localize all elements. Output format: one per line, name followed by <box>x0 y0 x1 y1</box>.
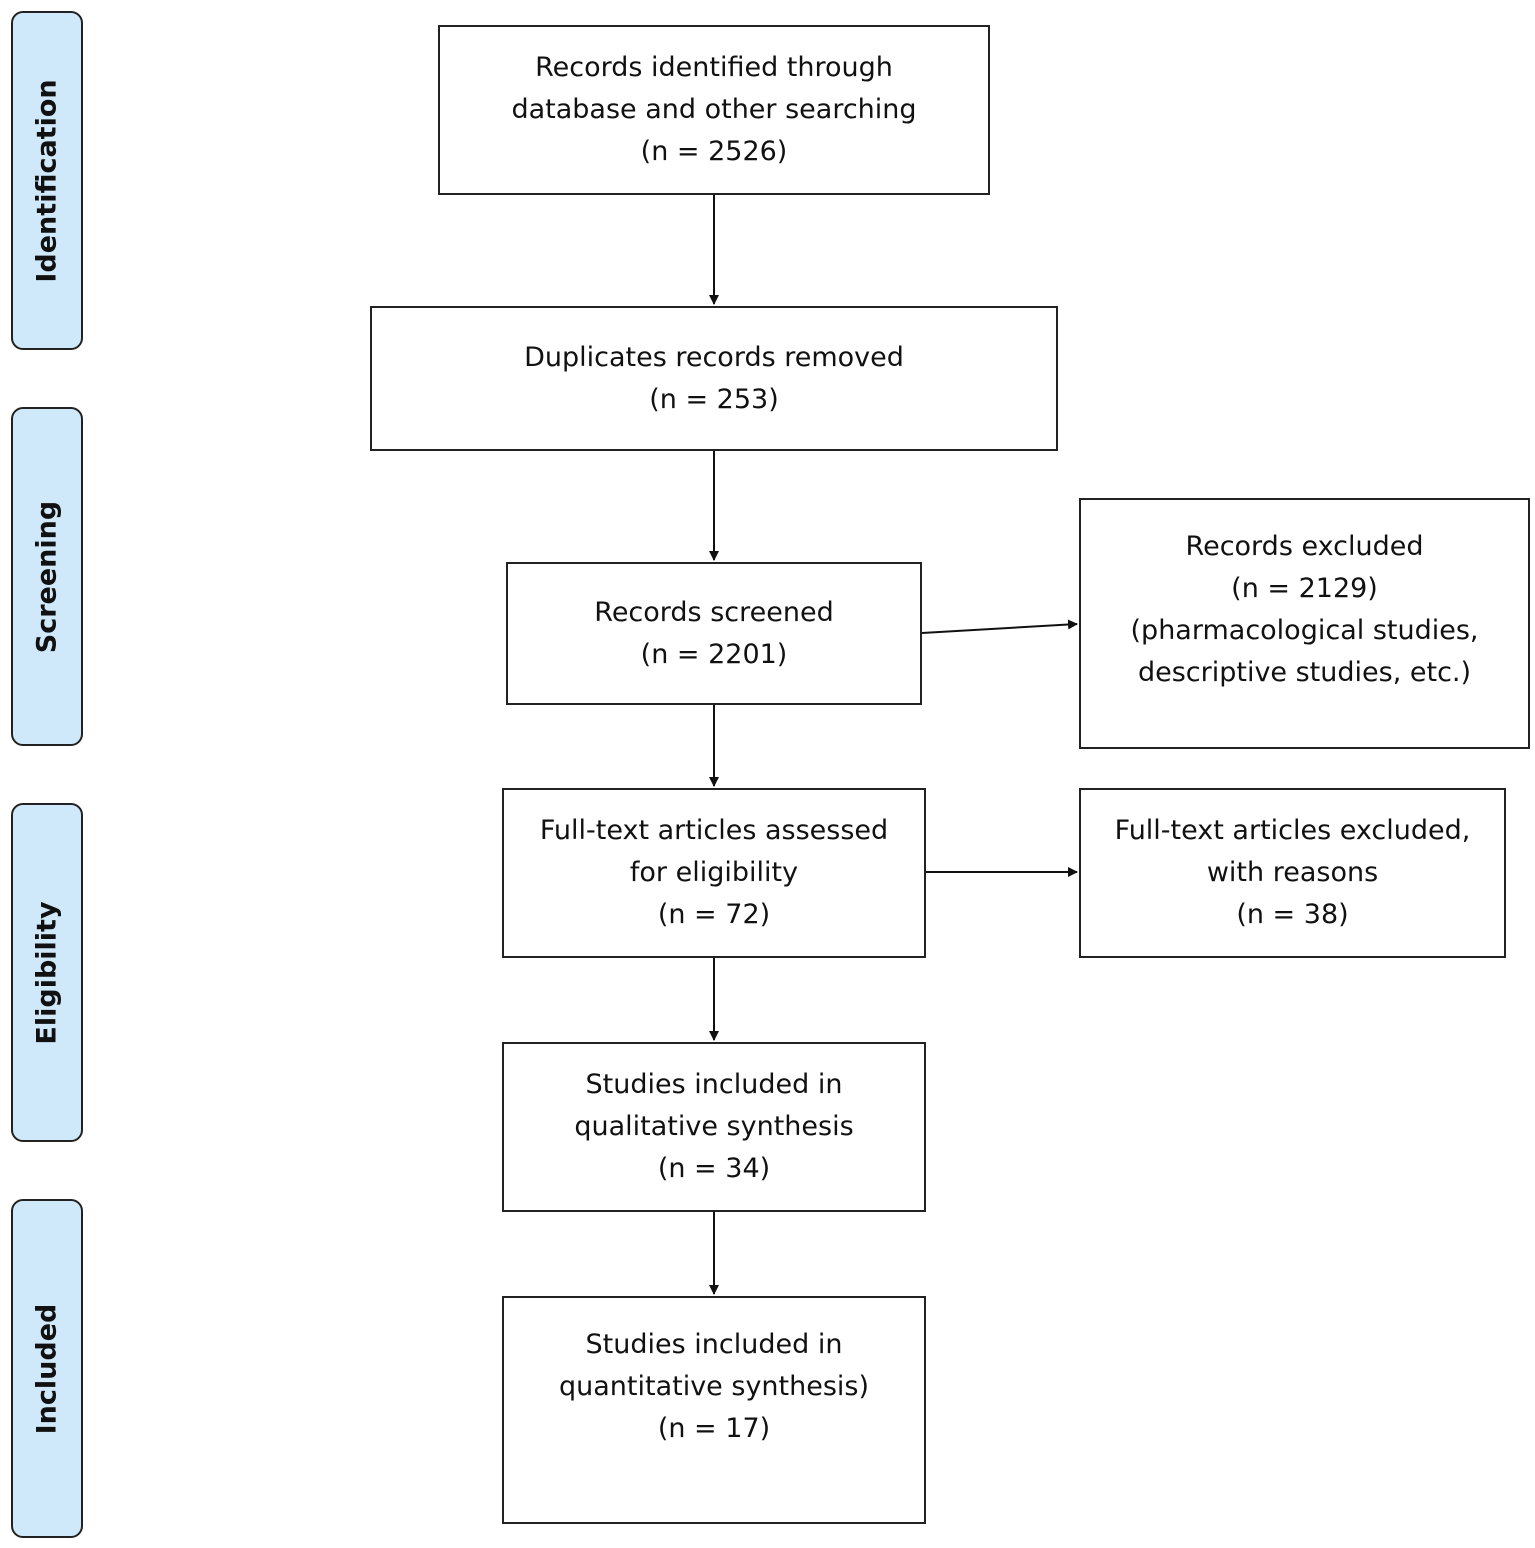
duplicates-removed-label: Duplicates records removed <box>524 341 904 373</box>
records-screened-count: (n = 2201) <box>640 638 788 670</box>
fulltext-assessed-box: Full-text articles assessed for eligibil… <box>502 788 926 958</box>
records-screened-box: Records screened (n = 2201) <box>506 562 922 705</box>
phase-identification: Identification <box>11 11 83 350</box>
quantitative-synthesis-box: Studies included in quantitative synthes… <box>502 1296 926 1524</box>
phase-included: Included <box>11 1199 83 1538</box>
quantitative-synthesis-count: (n = 17) <box>657 1413 771 1444</box>
arrow-screened-to-excluded <box>921 619 1078 634</box>
phase-eligibility: Eligibility <box>11 803 83 1142</box>
quantitative-synthesis-line-1: Studies included in <box>585 1329 843 1360</box>
records-identified-line-2: database and other searching <box>511 94 917 125</box>
records-screened-label: Records screened <box>594 596 834 628</box>
duplicates-removed-box: Duplicates records removed (n = 253) <box>370 306 1058 451</box>
records-excluded-reason-2: descriptive studies, etc.) <box>1137 657 1472 688</box>
fulltext-assessed-line-1: Full-text articles assessed <box>539 815 889 846</box>
fulltext-excluded-count: (n = 38) <box>1236 899 1349 930</box>
fulltext-assessed-count: (n = 72) <box>657 899 771 930</box>
phase-screening: Screening <box>11 407 83 746</box>
quantitative-synthesis-line-2: quantitative synthesis) <box>558 1371 870 1402</box>
qualitative-synthesis-line-2: qualitative synthesis <box>574 1111 854 1142</box>
records-excluded-count: (n = 2129) <box>1231 573 1378 604</box>
records-excluded-reason-1: (pharmacological studies, <box>1130 615 1479 646</box>
qualitative-synthesis-line-1: Studies included in <box>585 1069 843 1100</box>
fulltext-excluded-line-2: with reasons <box>1206 857 1379 888</box>
fulltext-excluded-box: Full-text articles excluded, with reason… <box>1079 788 1506 958</box>
records-identified-line-1: Records identified through <box>535 52 893 83</box>
qualitative-synthesis-count: (n = 34) <box>657 1153 771 1184</box>
records-identified-box: Records identified through database and … <box>438 25 990 195</box>
records-excluded-box: Records excluded (n = 2129) (pharmacolog… <box>1079 498 1530 749</box>
duplicates-removed-count: (n = 253) <box>649 383 779 415</box>
qualitative-synthesis-box: Studies included in qualitative synthesi… <box>502 1042 926 1212</box>
fulltext-assessed-line-2: for eligibility <box>629 857 799 888</box>
records-excluded-label: Records excluded <box>1185 531 1424 562</box>
records-identified-count: (n = 2526) <box>640 136 788 167</box>
fulltext-excluded-line-1: Full-text articles excluded, <box>1114 815 1471 846</box>
